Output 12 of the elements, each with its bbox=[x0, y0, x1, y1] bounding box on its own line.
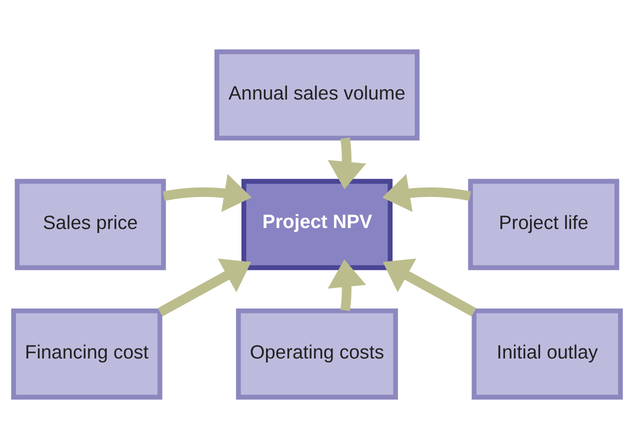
arrow bbox=[328, 258, 366, 311]
node-box: Sales price bbox=[14, 178, 166, 270]
arrow bbox=[382, 258, 476, 316]
node-box: Financing cost bbox=[11, 308, 162, 400]
node-box: Operating costs bbox=[236, 308, 398, 400]
arrow bbox=[382, 173, 471, 212]
node-box: Initial outlay bbox=[472, 308, 623, 400]
node-box: Annual sales volume bbox=[214, 48, 420, 140]
node-box: Project life bbox=[468, 178, 620, 270]
node-box: Project NPV bbox=[241, 178, 393, 270]
arrow bbox=[162, 173, 252, 212]
arrow bbox=[158, 258, 252, 316]
